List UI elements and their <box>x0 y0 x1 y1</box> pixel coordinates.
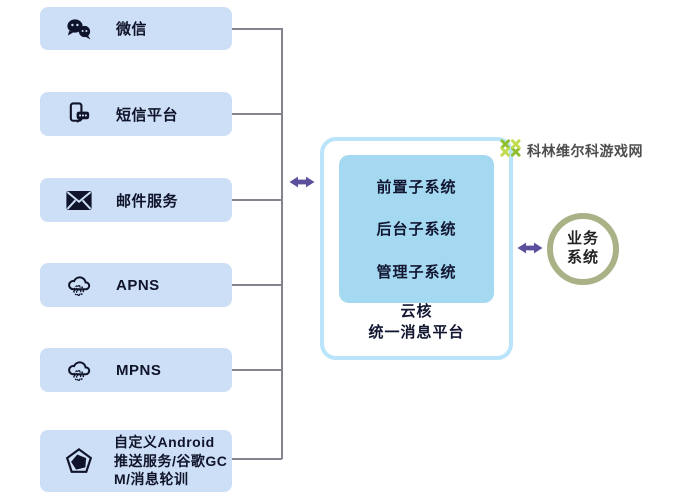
double-arrow-icon <box>288 175 316 189</box>
connector-line <box>232 284 282 286</box>
cloud-globe-icon <box>64 356 94 384</box>
subsystem-label: 后台子系统 <box>376 221 457 239</box>
connector-line <box>232 369 282 371</box>
cloud-globe-icon <box>64 271 94 299</box>
channel-box-android-push: 自定义Android推送服务/谷歌GCM/消息轮训 <box>40 430 232 492</box>
connector-line <box>232 458 282 460</box>
channel-label: 自定义Android推送服务/谷歌GCM/消息轮训 <box>114 433 228 488</box>
watermark-text: 科林维尔科游戏网 <box>527 142 643 159</box>
channel-label: 短信平台 <box>116 106 179 124</box>
platform-name-line2: 统一消息平台 <box>368 324 465 342</box>
channel-box-mpns: MPNS <box>40 348 232 392</box>
platform-name: 云核 统一消息平台 <box>324 301 509 345</box>
pentagon-icon <box>64 447 94 475</box>
watermark: 科林维尔科游戏网 <box>499 137 643 164</box>
unified-message-platform-box: 前置子系统 后台子系统 管理子系统 云核 统一消息平台 <box>320 137 513 360</box>
business-system-line2: 系统 <box>566 249 599 266</box>
channel-box-apns: APNS <box>40 263 232 307</box>
green-x-logo-icon <box>499 137 522 164</box>
business-system-circle: 业务 系统 <box>547 213 619 285</box>
connector-trunk-line <box>281 28 283 459</box>
connector-line <box>232 113 282 115</box>
sms-phone-icon <box>64 100 94 128</box>
wechat-icon <box>64 15 94 43</box>
business-system-line1: 业务 <box>566 230 599 248</box>
double-arrow-icon <box>516 241 544 255</box>
channel-box-mail: 邮件服务 <box>40 178 232 222</box>
subsystem-label: 管理子系统 <box>376 264 457 282</box>
subsystem-label: 前置子系统 <box>376 178 457 196</box>
channel-label: MPNS <box>116 361 162 379</box>
channel-label: APNS <box>116 276 160 294</box>
subsystem-panel: 前置子系统 后台子系统 管理子系统 <box>339 155 494 303</box>
connector-line <box>232 199 282 201</box>
platform-name-line1: 云核 <box>400 302 433 320</box>
channel-box-sms: 短信平台 <box>40 92 232 136</box>
envelope-icon <box>64 186 94 214</box>
channel-box-wechat: 微信 <box>40 7 232 50</box>
connector-line <box>232 28 282 30</box>
channel-label: 邮件服务 <box>116 192 179 210</box>
channel-label: 微信 <box>116 21 148 38</box>
